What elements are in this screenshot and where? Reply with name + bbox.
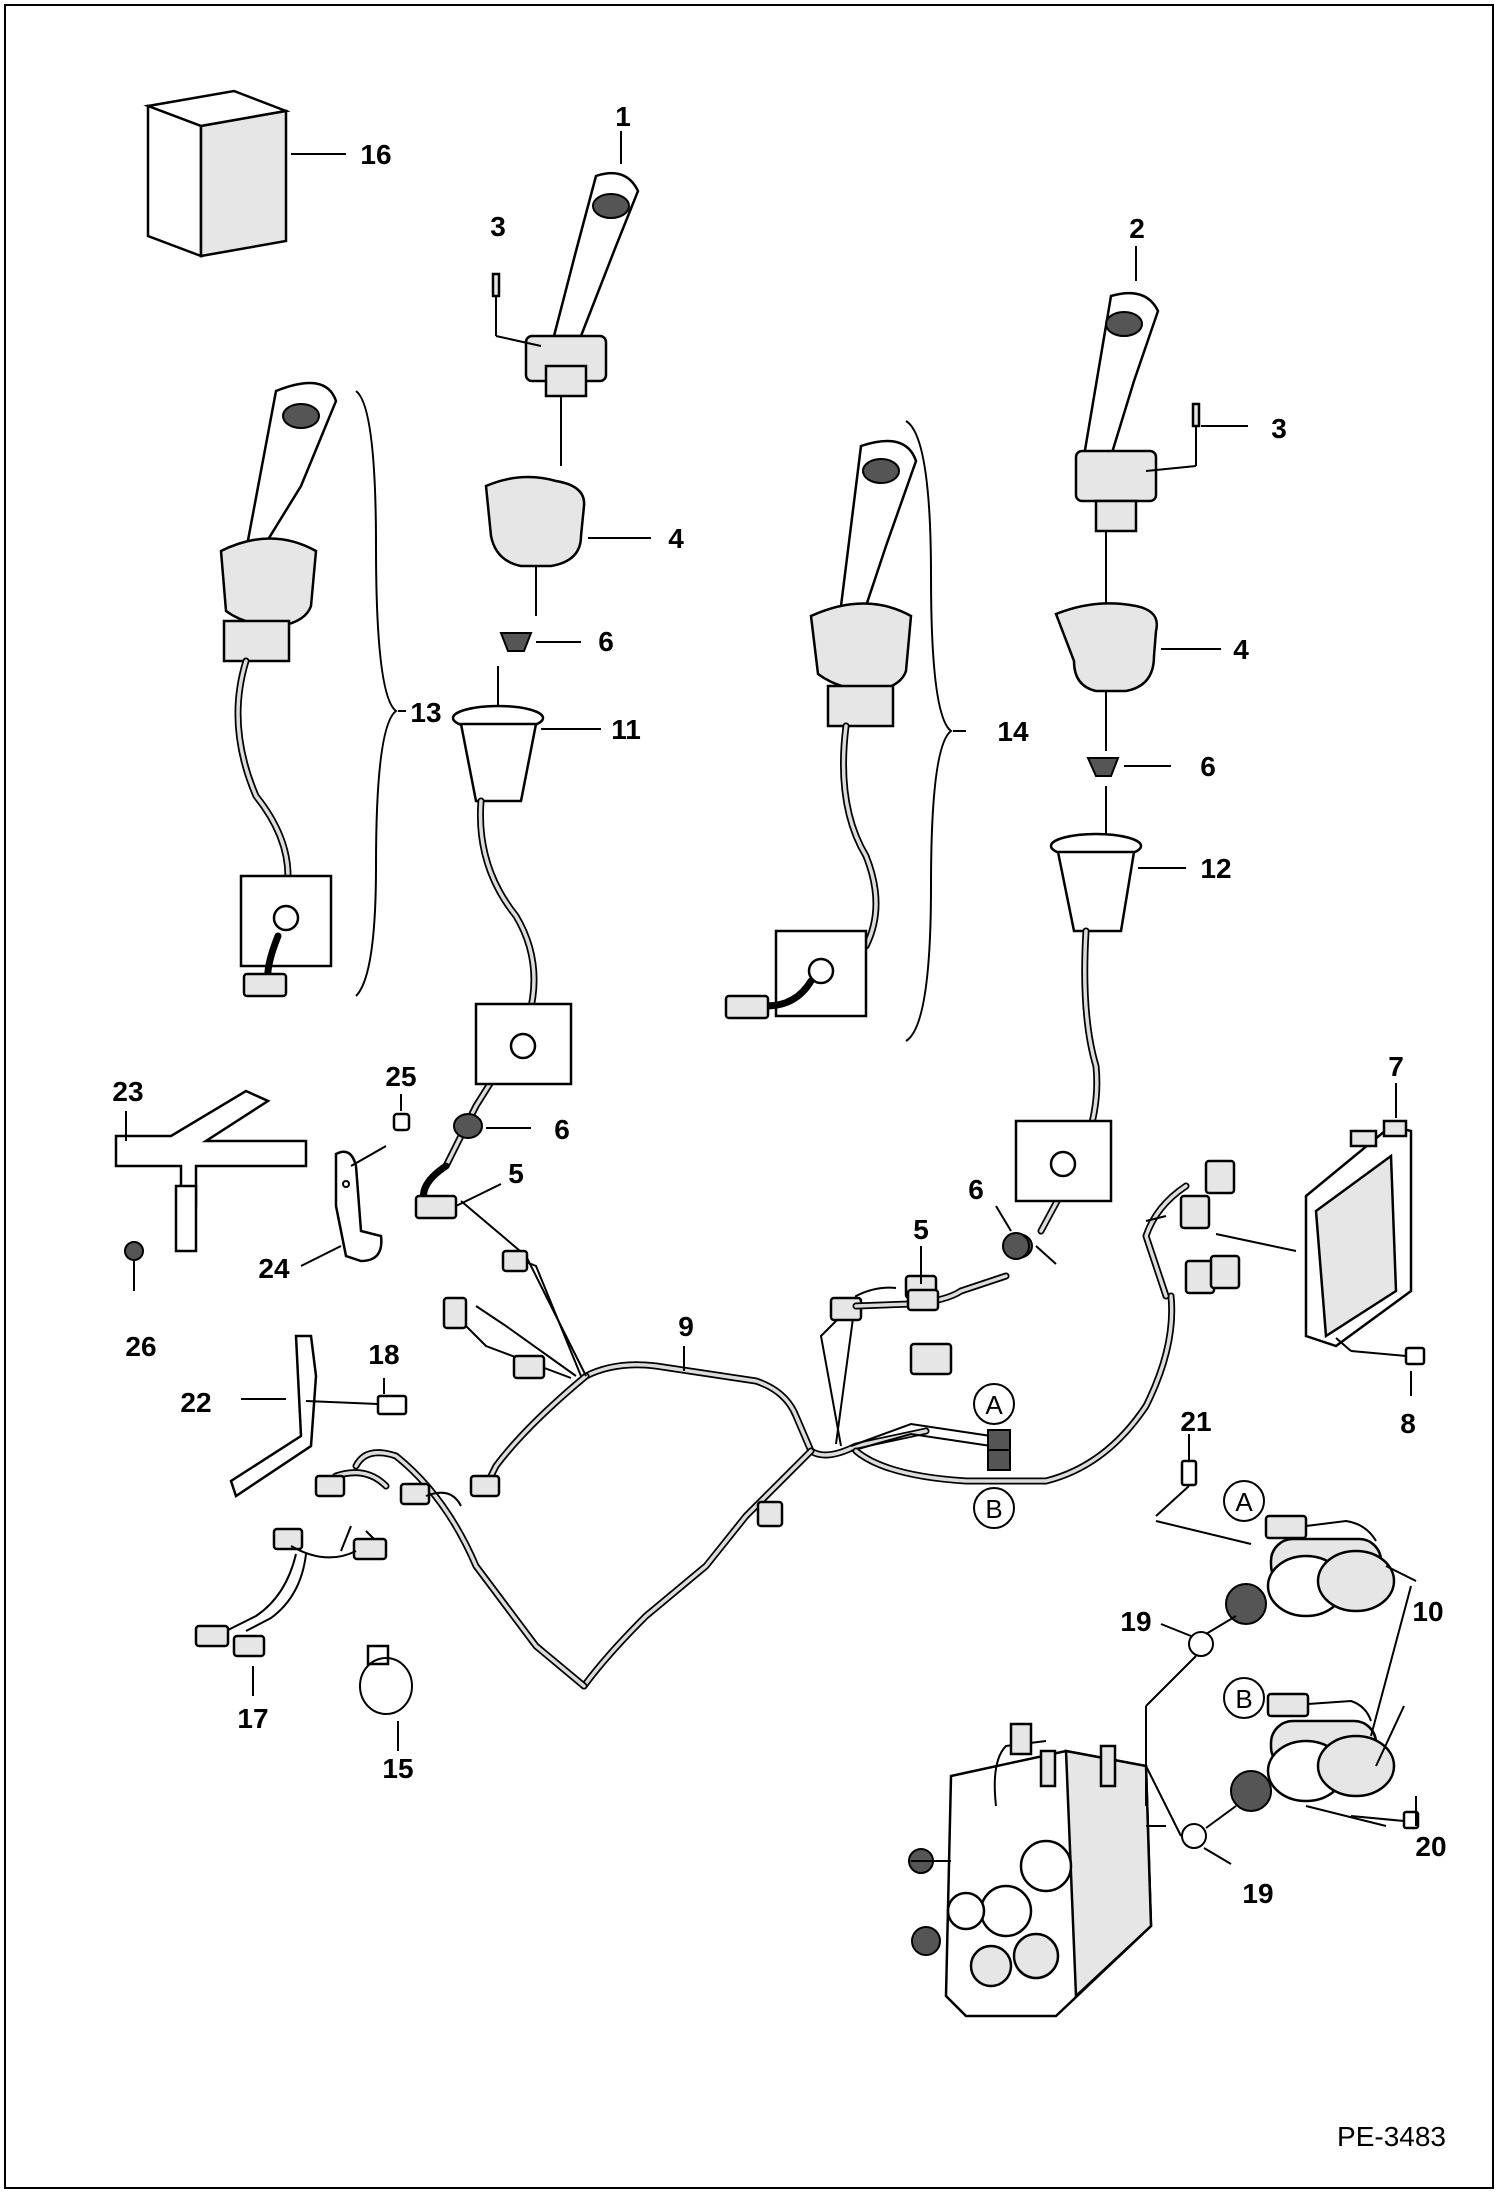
callout-1: 1	[615, 101, 631, 132]
connector-b-upper: B	[973, 1487, 1015, 1529]
callout-21: 21	[1180, 1406, 1211, 1437]
part-5-cable-right	[852, 1246, 1010, 1312]
exploded-parts-diagram: A B A B 1 16 3 2 3 4 4 6 6 13 11 14 12 7…	[112, 89, 1447, 2152]
callout-25: 25	[385, 1061, 416, 1092]
left-joystick-cable	[414, 797, 573, 1220]
connector-a-lower: A	[1223, 1480, 1265, 1522]
callout-20: 20	[1415, 1831, 1446, 1862]
connector-b-upper-label: B	[985, 1494, 1002, 1524]
connector-b-lower: B	[1223, 1677, 1265, 1719]
callout-6-upper-right: 6	[1200, 751, 1216, 782]
part-15-cable-tie	[359, 1644, 413, 1751]
callout-11: 11	[611, 714, 641, 745]
callout-4-right: 4	[1233, 634, 1249, 665]
callout-6-upper-left: 6	[598, 626, 614, 657]
callout-6-middle-right: 6	[968, 1174, 984, 1205]
connector-a-upper: A	[973, 1383, 1015, 1425]
callout-5-left: 5	[508, 1158, 524, 1189]
part-4-boot-left	[484, 475, 651, 616]
connector-a-upper-label: A	[985, 1390, 1003, 1420]
callout-26: 26	[125, 1331, 156, 1362]
callout-19-upper: 19	[1120, 1606, 1151, 1637]
callout-16: 16	[360, 139, 391, 170]
callout-13: 13	[410, 697, 441, 728]
part-20-bolt	[1350, 1796, 1420, 1830]
callout-24: 24	[258, 1253, 290, 1284]
callout-3-left: 3	[490, 211, 506, 242]
part-17-adapter-harness	[194, 1469, 462, 1696]
callout-10: 10	[1412, 1596, 1443, 1627]
part-18-bolt	[305, 1378, 408, 1416]
part-6-nut-right-upper	[1086, 757, 1171, 777]
part-14-right-joystick-assembly	[724, 420, 966, 1042]
part-26-nut	[124, 1241, 144, 1291]
connector-b-lower-label: B	[1235, 1684, 1252, 1714]
callout-17: 17	[237, 1703, 268, 1734]
part-13-left-joystick-assembly	[219, 381, 406, 998]
callout-8: 8	[1400, 1408, 1416, 1439]
part-10-solenoid-a	[1225, 1514, 1417, 1625]
callout-5-right: 5	[913, 1214, 929, 1245]
callout-23: 23	[112, 1076, 143, 1107]
part-7-harness-connectors	[1142, 1159, 1241, 1300]
callout-15: 15	[382, 1753, 413, 1784]
callout-7: 7	[1388, 1051, 1404, 1082]
part-8-screw	[1350, 1346, 1426, 1396]
part-12-grommet-right	[1049, 786, 1186, 933]
connector-a-lower-label: A	[1235, 1487, 1253, 1517]
part-11-grommet-left	[451, 666, 601, 803]
callout-9: 9	[678, 1311, 694, 1342]
part-7-controller	[1215, 1083, 1413, 1352]
part-21-bolt	[1155, 1434, 1252, 1545]
hydraulic-valve-block	[908, 1706, 1182, 2018]
part-6-nut-right-lower	[995, 1205, 1030, 1260]
part-10-solenoid-b	[1230, 1585, 1412, 1827]
callout-2: 2	[1129, 213, 1145, 244]
part-22-bracket	[229, 1334, 318, 1498]
drawing-number: PE-3483	[1337, 2121, 1446, 2152]
part-4-boot-right	[1054, 602, 1221, 751]
callout-18: 18	[368, 1339, 399, 1370]
part-24-bracket	[300, 1150, 383, 1267]
part-16-box	[143, 89, 346, 258]
callout-3-right: 3	[1271, 413, 1287, 444]
part-23-bracket	[114, 1089, 308, 1253]
callout-22: 22	[180, 1387, 211, 1418]
part-9-main-harness	[352, 1200, 1176, 1690]
callout-6-middle-left: 6	[554, 1114, 570, 1145]
right-joystick-cable	[1003, 927, 1113, 1265]
parts-diagram-sheet: A B A B 1 16 3 2 3 4 4 6 6 13 11 14 12 7…	[4, 4, 1494, 2189]
part-6-nut-left-upper	[499, 632, 581, 652]
callout-4-left: 4	[668, 523, 684, 554]
callout-12: 12	[1200, 853, 1231, 884]
part-1-left-joystick	[491, 131, 640, 466]
part-25-bolt	[350, 1094, 411, 1167]
callout-14: 14	[997, 716, 1029, 747]
callout-19-lower: 19	[1242, 1878, 1273, 1909]
part-19-o-rings	[1145, 1615, 1237, 1865]
part-2-right-joystick	[1074, 246, 1248, 606]
